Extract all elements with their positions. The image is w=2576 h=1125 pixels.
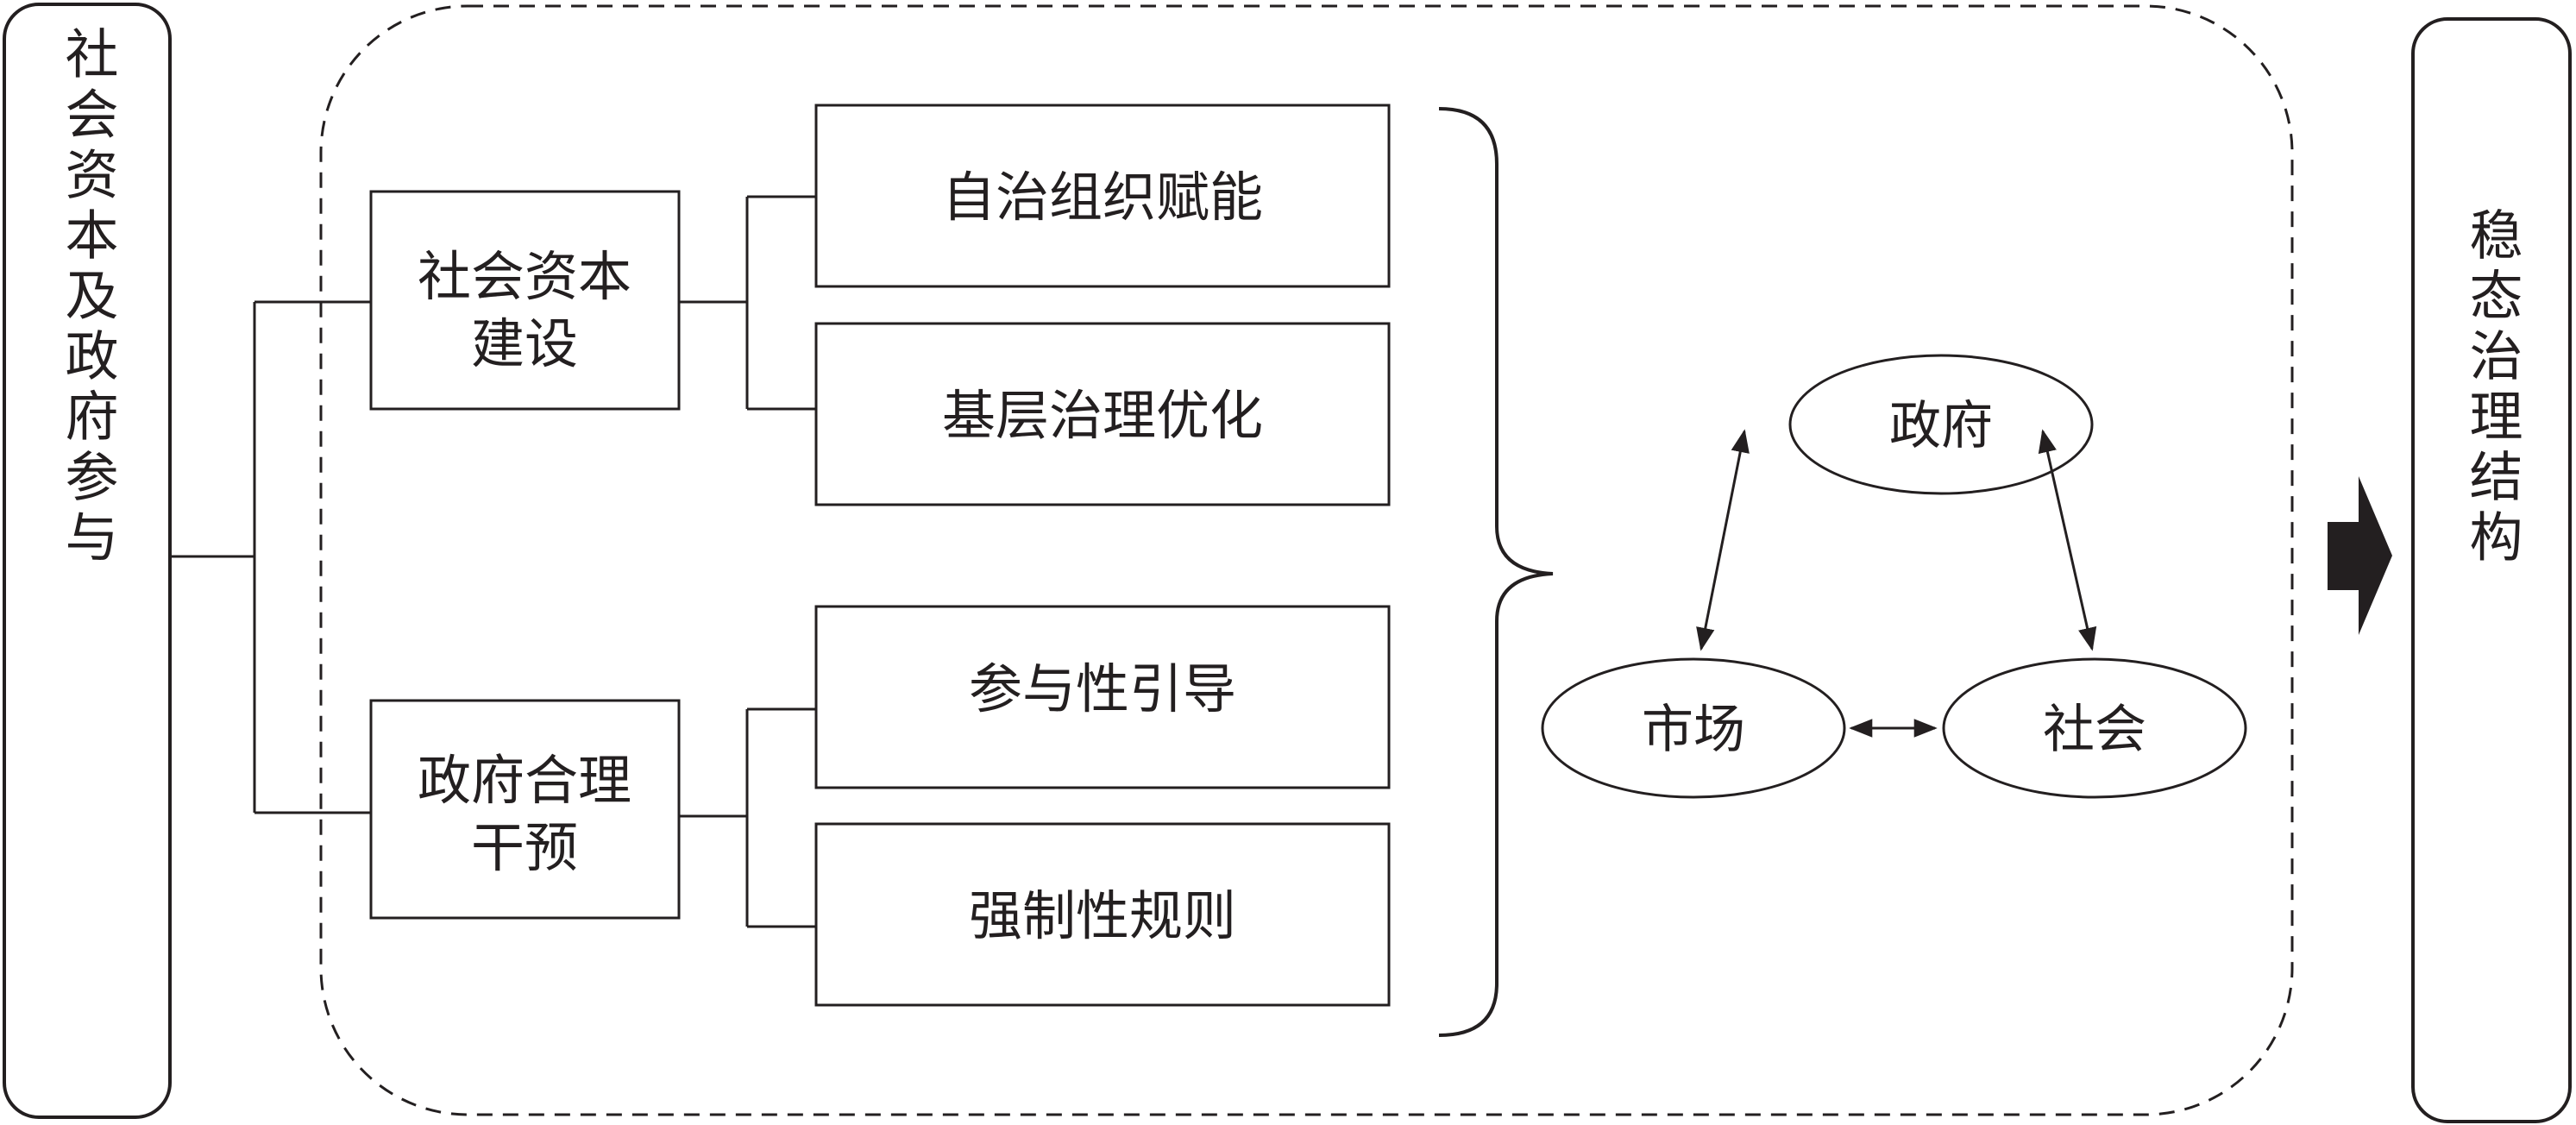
right-brace <box>1438 107 1554 1037</box>
left-panel: 社会资本及政府参与 <box>3 3 172 1119</box>
right-panel: 稳态治理结构 <box>2411 17 2572 1123</box>
block-arrow-icon <box>2328 476 2392 635</box>
ellipse-society-label: 社会 <box>2043 700 2146 760</box>
item-box-rules: 强制性规则 <box>814 822 1391 1007</box>
government-box: 政府合理 干预 <box>369 699 681 920</box>
item-box-autonomy: 自治组织赋能 <box>814 104 1391 288</box>
item-label-rules: 强制性规则 <box>969 884 1236 947</box>
item-label-autonomy: 自治组织赋能 <box>942 166 1263 229</box>
government-label-line1: 政府合理 <box>418 749 631 812</box>
item-label-guidance: 参与性引导 <box>969 657 1236 720</box>
item-box-guidance: 参与性引导 <box>814 605 1391 789</box>
ellipse-government: 政府 <box>1788 354 2094 495</box>
ellipse-market-label: 市场 <box>1642 700 1745 760</box>
arrow-government-society <box>2038 429 2097 651</box>
dashed-container <box>319 4 2294 1116</box>
ellipse-society: 社会 <box>1942 657 2247 799</box>
ellipse-government-label: 政府 <box>1889 396 1993 456</box>
right-panel-label: 稳态治理结构 <box>2460 207 2523 569</box>
item-connectors <box>679 195 816 928</box>
arrow-government-market <box>1696 429 1750 651</box>
social-capital-label-line1: 社会资本 <box>418 245 631 308</box>
item-label-grassroots: 基层治理优化 <box>942 384 1263 447</box>
social-capital-label-line2: 建设 <box>471 312 578 375</box>
left-connectors <box>170 300 371 814</box>
item-box-grassroots: 基层治理优化 <box>814 322 1391 506</box>
government-label-line2: 干预 <box>471 816 578 879</box>
ellipse-market: 市场 <box>1541 657 1846 799</box>
triad-arrows <box>1696 429 2097 738</box>
left-panel-label: 社会资本及政府参与 <box>56 26 119 569</box>
social-capital-box: 社会资本 建设 <box>369 190 681 411</box>
